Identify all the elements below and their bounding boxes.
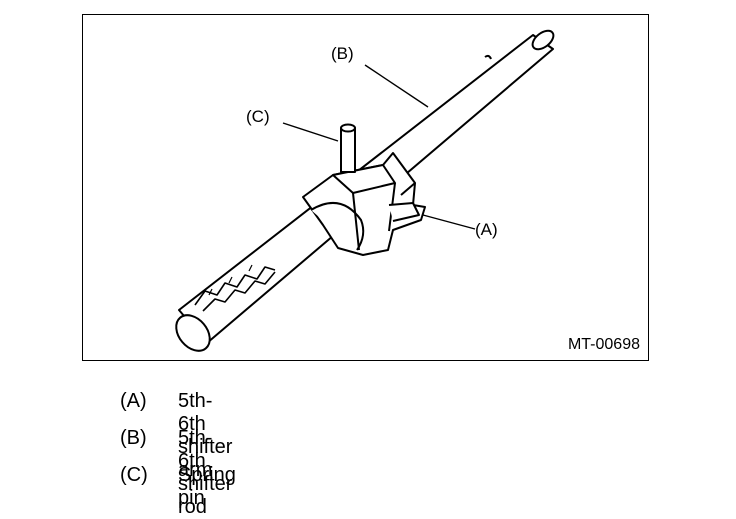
legend-text: 5th-6th shifter arm: [178, 390, 233, 481]
shifter-assembly-drawing: [175, 29, 555, 352]
spring-pin-drawing: [340, 123, 356, 173]
figure-code: MT-00698: [567, 336, 640, 353]
shifter-arm-drawing: [302, 152, 426, 256]
legend-key: (C): [120, 464, 148, 486]
detent-notches-drawing: [194, 264, 276, 312]
legend-key: (B): [120, 427, 147, 449]
leader-lines: [282, 64, 476, 230]
legend-text: Spring pin: [178, 464, 236, 509]
callout-a: (A): [475, 220, 498, 239]
callout-b: (B): [331, 44, 354, 63]
callout-c: (C): [246, 107, 270, 126]
legend-key: (A): [120, 390, 147, 412]
figure-frame: (B) (C) (A) MT-00698: [82, 14, 649, 361]
